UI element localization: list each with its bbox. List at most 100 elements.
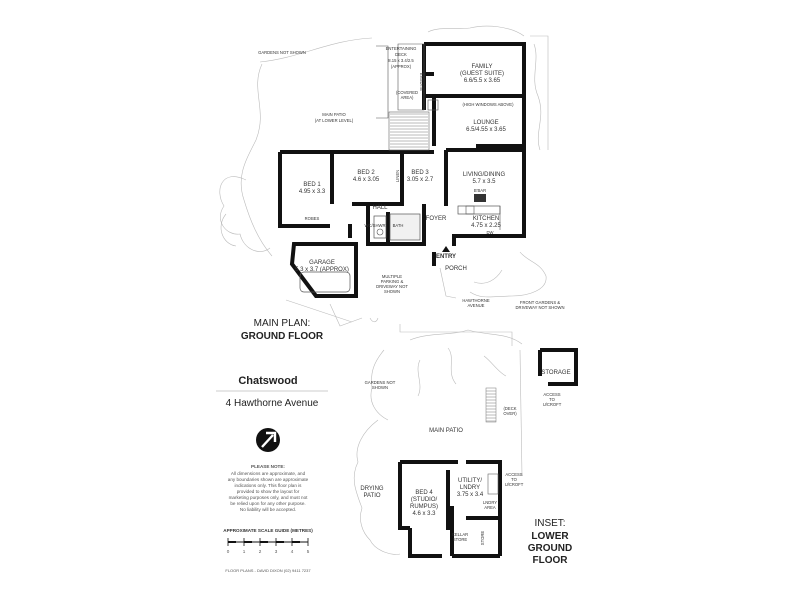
note-parking-1: MULTIPLE bbox=[382, 274, 402, 279]
note-covered-area-1: (COVERED bbox=[396, 90, 418, 95]
main-plan-labels: GARDENS NOT SHOWN MAIN PATIO (AT LOWER L… bbox=[241, 46, 565, 342]
address-suburb: Chatswood bbox=[238, 375, 297, 387]
inset-stairs bbox=[485, 387, 499, 495]
deck-steps bbox=[376, 43, 430, 151]
bbar-label: B'BAR bbox=[474, 188, 486, 193]
scale-tick-label: 4 bbox=[291, 549, 294, 554]
disclaimer-line-2: any boundaries shown are approximate bbox=[228, 477, 309, 482]
lounge-name: LOUNGE bbox=[473, 120, 498, 126]
bed1-name: BED 1 bbox=[303, 182, 321, 188]
scale-segment bbox=[244, 541, 252, 543]
bath-label: BATH bbox=[393, 223, 404, 228]
note-high-windows: (HIGH WINDOWS ABOVE) bbox=[463, 102, 515, 107]
deck-approx: (APPROX) bbox=[391, 64, 412, 69]
cellar-1: CELLAR bbox=[452, 532, 468, 537]
inset-subtitle-3: FLOOR bbox=[533, 555, 569, 566]
kitchen-name: KITCHEN bbox=[473, 216, 499, 222]
family-size: 6.6/5.5 x 3.65 bbox=[464, 78, 501, 84]
inset-gardens-2: SHOWN bbox=[372, 385, 388, 390]
inset-storage: STORAGE bbox=[541, 370, 570, 376]
laundry-area-1: LNDRY bbox=[483, 500, 497, 505]
garage-car bbox=[299, 271, 351, 293]
main-plan-title: MAIN PLAN: bbox=[254, 318, 311, 329]
note-parking-4: SHOWN bbox=[384, 289, 400, 294]
deck-name-2: DECK bbox=[395, 52, 407, 57]
note-covered-area-2: AREA) bbox=[401, 95, 414, 100]
wc-label: WC/SHWR bbox=[365, 223, 386, 228]
disclaimer-line-4: provided to show the layout for bbox=[237, 489, 300, 494]
disclaimer-line-3: indications only. This floor plan is bbox=[235, 483, 303, 488]
scale-tick-label: 2 bbox=[259, 549, 262, 554]
site-outline-main bbox=[219, 25, 549, 346]
disclaimer-line-5: marketing purposes only, and must not bbox=[229, 495, 309, 500]
inset-access-upper-3: U/CROFT bbox=[543, 402, 562, 407]
inset-access-lower-1: ACCESS bbox=[505, 472, 522, 477]
scale-segment bbox=[292, 541, 300, 543]
kitchen-size: 4.75 x 2.25 bbox=[471, 223, 501, 229]
utility-size: 3.75 x 3.4 bbox=[457, 492, 484, 498]
note-parking-2: PARKING & bbox=[381, 279, 404, 284]
inset-deck-over-1: (DECK bbox=[503, 406, 516, 411]
bed4-sub-1: (STUDIO/ bbox=[411, 497, 438, 503]
bed3-size: 3.05 x 2.7 bbox=[407, 177, 434, 183]
inset-access-upper-1: ACCESS bbox=[543, 392, 560, 397]
scale-tick-label: 5 bbox=[307, 549, 310, 554]
north-arrow-icon bbox=[256, 428, 280, 452]
kitchen-fixtures bbox=[457, 194, 501, 230]
note-parking-3: DRIVEWAY NOT bbox=[376, 284, 408, 289]
inset-access-lower-2: TO bbox=[511, 477, 517, 482]
garage-size: 5.3 x 3.7 (APPROX) bbox=[295, 267, 349, 273]
laundry-area-2: AREA bbox=[484, 505, 496, 510]
disclaimer-line-7: No liability will be accepted. bbox=[240, 507, 296, 512]
ensuite-label: ENSUITE bbox=[419, 73, 424, 91]
inset-subtitle-2: GROUND bbox=[528, 543, 572, 554]
address-block: Chatswood 4 Hawthorne Avenue bbox=[216, 375, 328, 409]
robes-label: ROBES bbox=[305, 216, 320, 221]
scale-tick-label: 1 bbox=[243, 549, 246, 554]
scale-title: APPROXIMATE SCALE GUIDE (METRES) bbox=[223, 528, 313, 533]
note-gardens-not-shown: GARDENS NOT SHOWN bbox=[258, 50, 306, 55]
bed3-name: BED 3 bbox=[411, 170, 429, 176]
cellar-2: STORE bbox=[453, 537, 468, 542]
inset-gardens-1: GARDENS NOT bbox=[365, 380, 396, 385]
linen-label: LINEN bbox=[395, 170, 400, 182]
disclaimer-line-1: All dimensions are approximate, and bbox=[231, 471, 306, 476]
scale-segment bbox=[228, 541, 236, 543]
ground-floor-walls bbox=[278, 42, 526, 298]
note-front-gardens-2: DRIVEWAY NOT SHOWN bbox=[516, 305, 565, 310]
family-sub: (GUEST SUITE) bbox=[460, 71, 504, 77]
scale-tick-label: 0 bbox=[227, 549, 230, 554]
porch-label: PORCH bbox=[445, 266, 467, 272]
note-front-gardens-1: FRONT GARDENS & bbox=[520, 300, 560, 305]
inset-subtitle-1: LOWER bbox=[531, 531, 569, 542]
deck-size: 8.15 x 3.4/2.5 bbox=[388, 58, 414, 63]
drying-name-1: DRYING bbox=[360, 486, 384, 492]
scale-credit: FLOOR PLANS - DAVID DIXON (02) 9411 7237 bbox=[225, 568, 311, 573]
bed4-size: 4.6 x 3.3 bbox=[412, 511, 436, 517]
scale-segment bbox=[276, 541, 284, 543]
note-hawthorne-1: HAWTHORNE bbox=[462, 298, 490, 303]
utility-name-1: UTILITY/ bbox=[458, 478, 482, 484]
bed4-sub-2: RUMPUS) bbox=[410, 504, 438, 510]
site-outline-inset bbox=[353, 329, 523, 555]
note-main-patio-lower-1: MAIN PATIO bbox=[322, 112, 346, 117]
family-name: FAMILY bbox=[472, 64, 493, 70]
bed2-name: BED 2 bbox=[357, 170, 375, 176]
main-plan-subtitle: GROUND FLOOR bbox=[241, 331, 324, 342]
bed4-name: BED 4 bbox=[415, 490, 433, 496]
deck-name-1: ENTERTAINING bbox=[386, 46, 417, 51]
inset-title: INSET: bbox=[534, 518, 565, 529]
disclaimer: PLEASE NOTE: All dimensions are approxim… bbox=[228, 464, 309, 512]
store-label: STORE bbox=[480, 531, 485, 546]
inset-access-lower-3: U/CROFT bbox=[505, 482, 524, 487]
inset-deck-over-2: OVER) bbox=[503, 411, 517, 416]
utility-name-2: LNDRY bbox=[460, 485, 480, 491]
hall-label: HALL bbox=[372, 205, 388, 211]
inset-walls bbox=[398, 348, 578, 558]
scale-segment bbox=[260, 541, 268, 543]
living-size: 5.7 x 3.5 bbox=[472, 179, 496, 185]
entry-label: ENTRY bbox=[436, 254, 456, 260]
foyer-label: FOYER bbox=[426, 216, 447, 222]
